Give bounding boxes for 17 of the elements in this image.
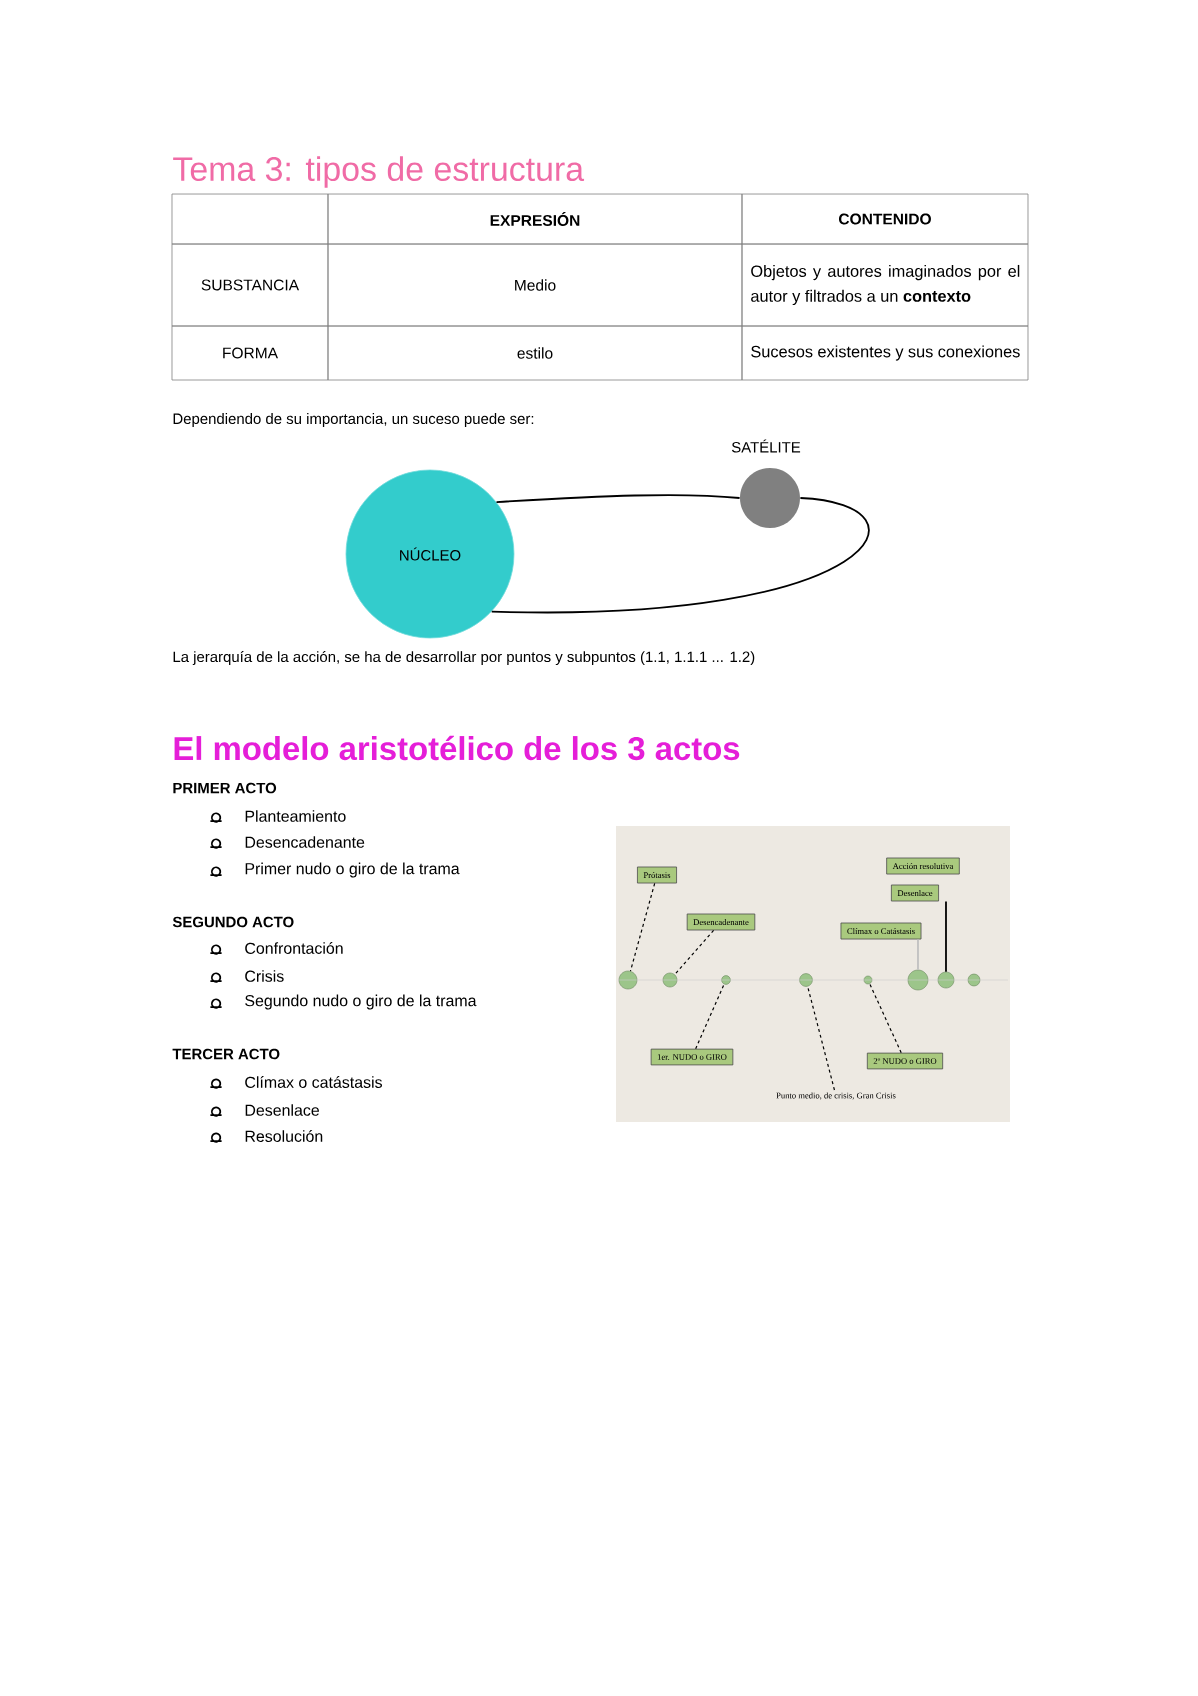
table-cell: Objetos y autores imaginados por el autor y filtrados a un contexto bbox=[741, 243, 1029, 327]
loop-line bbox=[495, 494, 741, 503]
timeline-dot bbox=[907, 969, 929, 991]
timeline-dot bbox=[937, 971, 955, 989]
leader-line bbox=[807, 985, 836, 1091]
loop-line bbox=[490, 497, 870, 613]
title: Tema 3: tipos de estructura bbox=[173, 156, 585, 188]
leader-line bbox=[629, 882, 656, 972]
timeline-dot bbox=[662, 972, 678, 988]
leader-line bbox=[869, 983, 902, 1054]
leader-line bbox=[674, 929, 715, 976]
section-heading: El modelo aristotélico de los 3 actos bbox=[174, 735, 740, 761]
table-cell: Sucesos existentes y sus conexiones bbox=[741, 325, 1029, 381]
timeline-dot bbox=[618, 970, 638, 990]
leader-line bbox=[695, 983, 725, 1050]
leader-line bbox=[945, 900, 947, 973]
leader-line bbox=[917, 938, 919, 971]
